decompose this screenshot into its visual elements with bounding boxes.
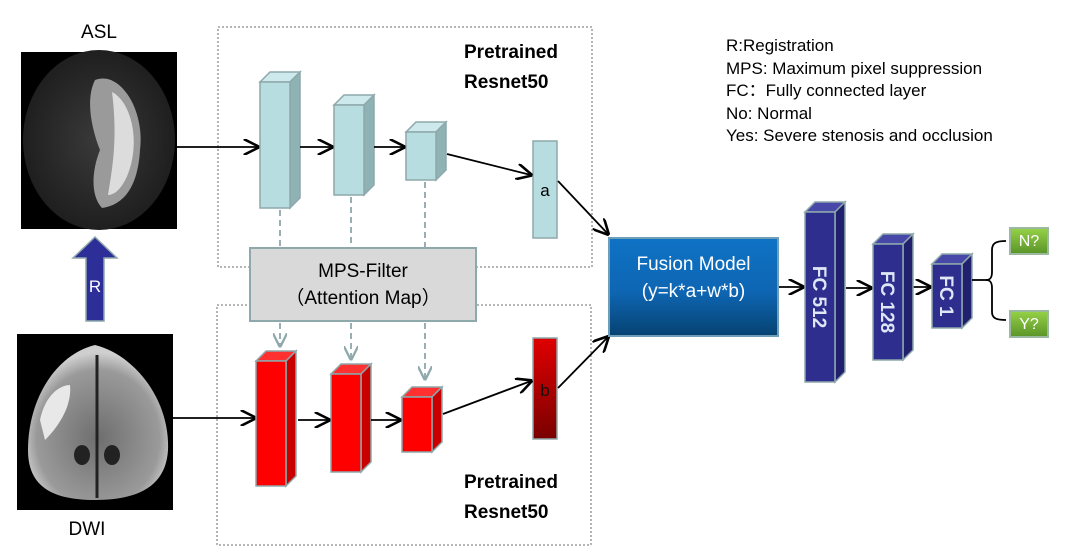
fc-512-label: FC 512 [808,266,829,328]
fc-128-block [871,232,915,362]
mps-filter-box: MPS-Filter （Attention Map） [249,247,477,322]
dwi-image [17,334,173,510]
top-conv-block-3 [404,120,448,182]
output-brace [972,240,1007,321]
fc-1-block [930,252,974,330]
bottom-branch-box [216,304,592,546]
fc-128-label: FC 128 [876,271,897,333]
legend-item: No: Normal [726,103,812,123]
registration-arrow [71,235,119,322]
bottom-branch-title-line2: Resnet50 [464,502,549,523]
top-branch-title-line1: Pretrained [464,42,558,63]
fc-512-block [803,200,847,384]
fusion-model-box: Fusion Model (y=k*a+w*b) [608,237,779,337]
top-branch-title: Pretrained Resnet50 [464,38,558,98]
bottom-branch-title-line1: Pretrained [464,472,558,493]
top-branch-title-line2: Resnet50 [464,72,549,93]
top-conv-block-1 [258,70,302,210]
output-stenosis: Y? [1009,310,1049,338]
bottom-conv-block-3 [400,385,444,454]
bottom-branch-title: Pretrained Resnet50 [464,468,558,528]
asl-label: ASL [81,22,117,43]
top-feature-vector-a [532,140,558,239]
mps-filter-subtitle: （Attention Map） [285,288,441,309]
fc-1-label: FC 1 [935,275,956,317]
registration-label: R [89,277,101,296]
legend: R:Registration MPS: Maximum pixel suppre… [726,35,993,148]
dwi-label: DWI [68,519,106,540]
legend-item: FC：Fully connected layer [726,81,927,100]
a-to-fusion-arrow [557,180,608,234]
legend-item: Yes: Severe stenosis and occlusion [726,126,993,145]
top-conv-block-2 [332,93,376,197]
mps-filter-title: MPS-Filter [318,261,408,282]
legend-item: MPS: Maximum pixel suppression [726,58,983,78]
bottom-arrow-3 [442,381,531,415]
top-arrow-3 [446,153,531,175]
feature-a-label: a [540,181,550,200]
bottom-conv-block-2 [329,362,373,474]
bottom-conv-block-1 [254,349,298,488]
output-normal: N? [1009,227,1049,255]
asl-image [21,50,177,230]
feature-b-label: b [540,381,549,400]
bottom-feature-vector-b [532,337,558,440]
fusion-model-title: Fusion Model [636,254,751,275]
b-to-fusion-arrow [557,337,608,389]
fusion-model-formula: (y=k*a+w*b) [641,281,746,302]
legend-item: R:Registration [726,36,834,55]
